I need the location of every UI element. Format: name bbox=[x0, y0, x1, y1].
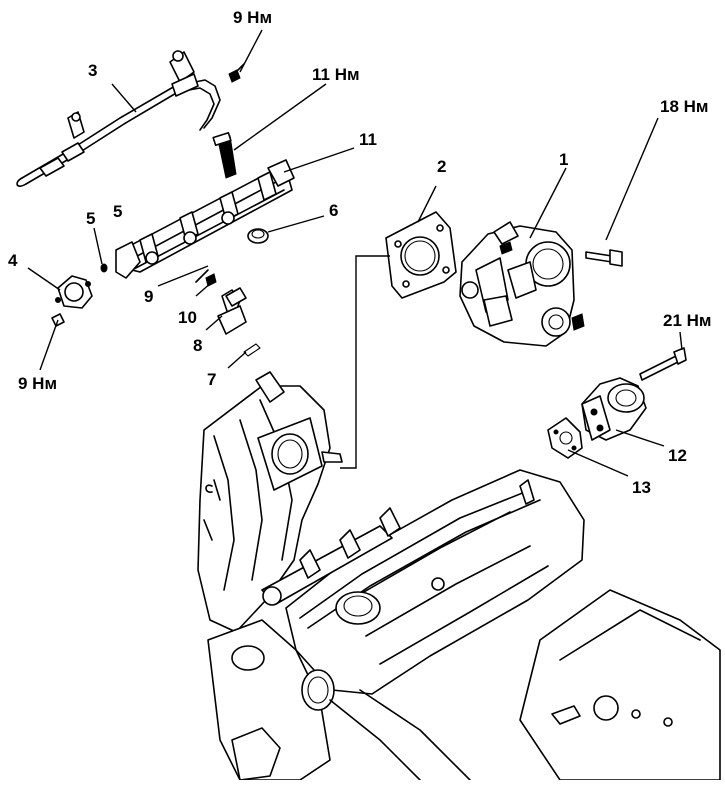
torque-label-regulator-bolt: 9 Нм bbox=[18, 374, 58, 393]
bolt-18 bbox=[585, 249, 623, 267]
part-label-13: 13 bbox=[632, 478, 651, 497]
small-parts bbox=[100, 228, 269, 357]
gasket-13 bbox=[547, 417, 583, 459]
part-label-6: 6 bbox=[329, 201, 339, 220]
part-label-3: 3 bbox=[88, 61, 98, 80]
part-label-11: 11 bbox=[359, 130, 377, 149]
valve-12 bbox=[581, 347, 687, 441]
throttle-gasket bbox=[385, 211, 457, 299]
fuel-rail bbox=[115, 131, 295, 279]
engine-assembly bbox=[197, 371, 721, 781]
part-label-9: 9 bbox=[144, 287, 154, 306]
part-label-7: 7 bbox=[207, 370, 217, 389]
part-label-5-oring: 5 bbox=[86, 209, 96, 228]
part-label-4: 4 bbox=[8, 251, 18, 270]
fuel-pipe bbox=[16, 50, 245, 187]
part-label-5-rail: 5 bbox=[113, 202, 123, 221]
torque-label-rail-bolt: 11 Нм bbox=[312, 65, 360, 84]
torque-label-valve-bolt: 21 Нм bbox=[663, 311, 712, 330]
torque-label-throttle-bolt: 18 Нм bbox=[660, 97, 709, 116]
part-label-1: 1 bbox=[559, 150, 569, 169]
part-label-8: 8 bbox=[193, 336, 203, 355]
pressure-regulator bbox=[51, 275, 93, 327]
part-label-12: 12 bbox=[668, 446, 687, 465]
torque-label-fuel-pipe-bolt: 9 Нм bbox=[233, 8, 273, 27]
throttle-body bbox=[459, 221, 585, 347]
part-label-2: 2 bbox=[437, 157, 447, 176]
leader-lines bbox=[27, 29, 683, 477]
part-label-10: 10 bbox=[178, 308, 197, 327]
